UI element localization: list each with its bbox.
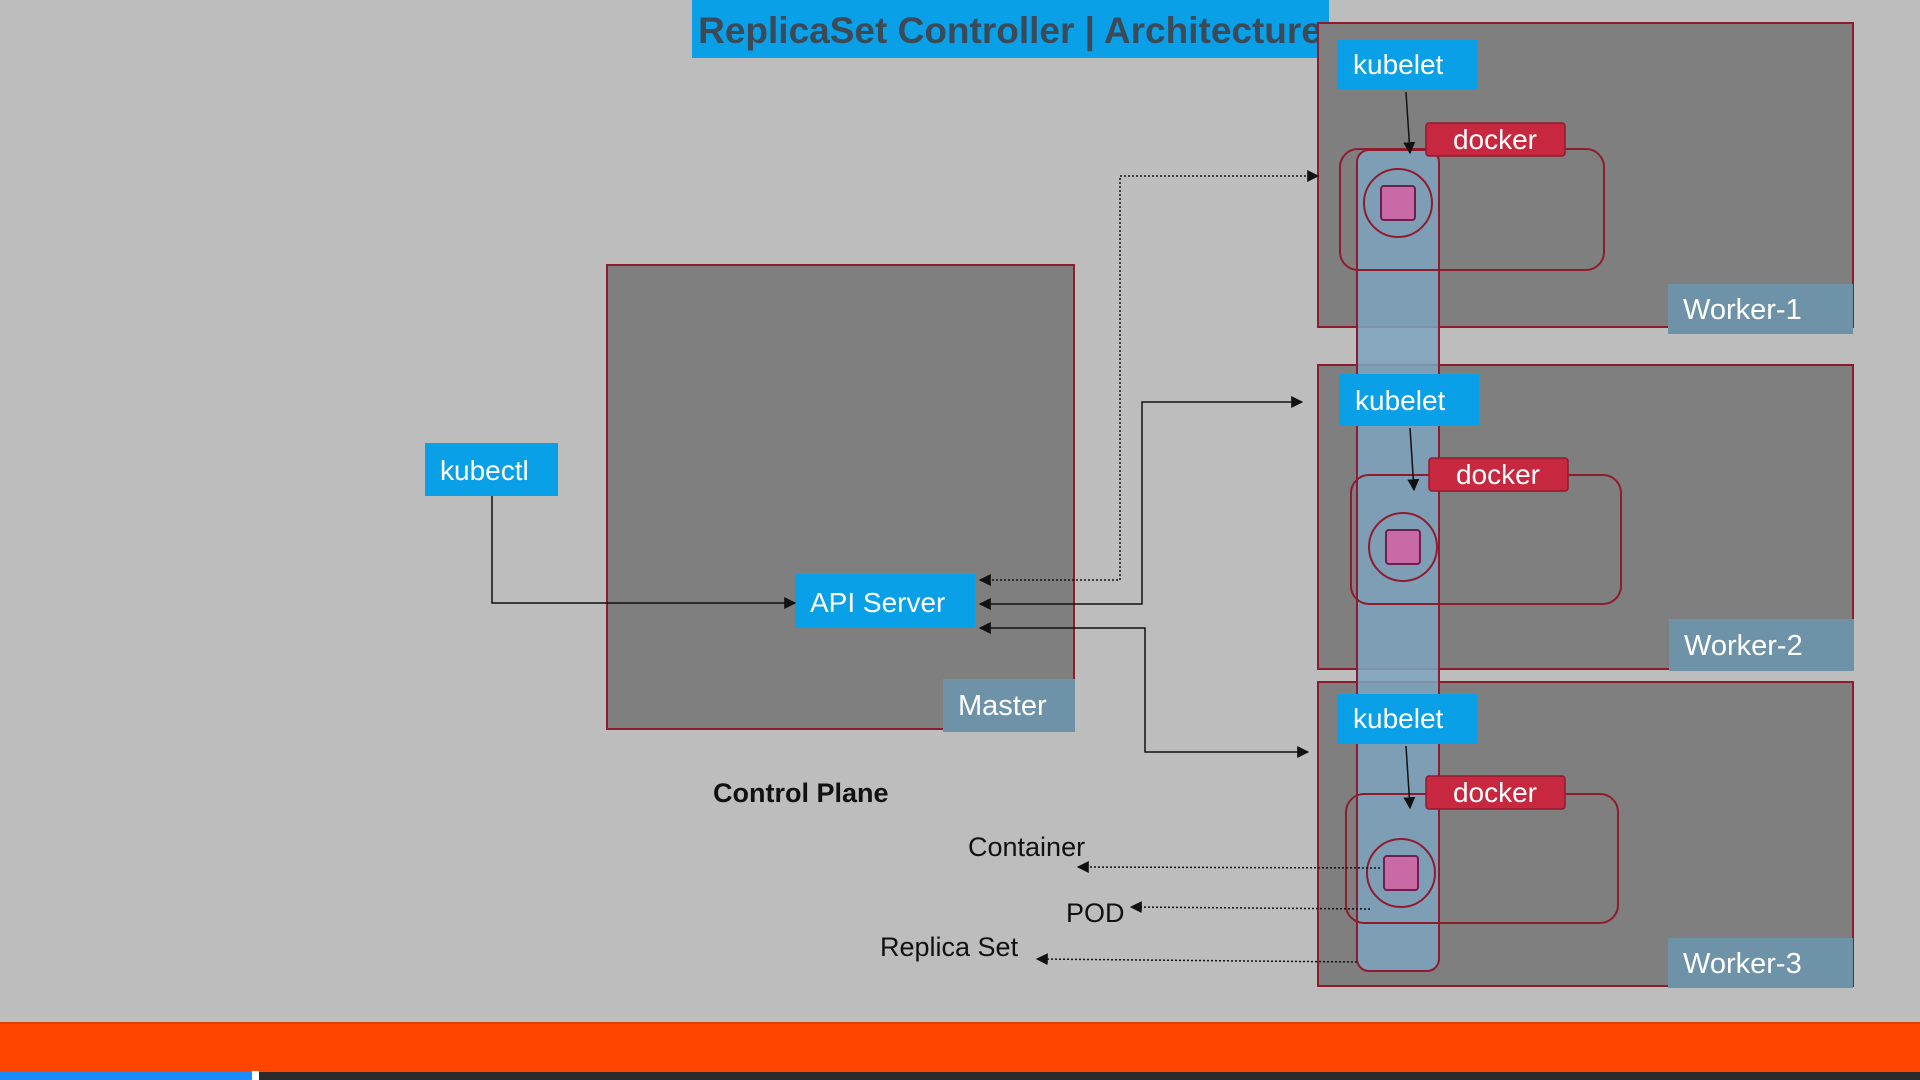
worker-1-name-tag: Worker-1 <box>1668 284 1853 334</box>
worker-1-docker-label: docker <box>1453 124 1537 155</box>
architecture-diagram: ReplicaSet Controller | Architecture <box>425 0 1854 988</box>
worker-3-container <box>1383 855 1419 891</box>
worker-1-docker: docker <box>1425 122 1566 157</box>
worker-1-kubelet-label: kubelet <box>1353 49 1444 80</box>
page-title: ReplicaSet Controller | Architecture <box>698 10 1322 52</box>
worker-3-name-tag: Worker-3 <box>1668 938 1853 988</box>
worker-1-kubelet-arrow <box>1403 91 1416 155</box>
api-server-label: API Server <box>810 587 945 618</box>
footer-bar <box>0 1022 1920 1074</box>
api-worker-3-connector <box>978 622 1310 758</box>
master-node <box>606 264 1075 730</box>
legend-pod-label: POD <box>1066 898 1125 928</box>
worker-1-container <box>1380 185 1416 221</box>
title-banner: ReplicaSet Controller | Architecture <box>692 0 1329 58</box>
worker-3-docker: docker <box>1425 775 1566 810</box>
worker-3-kubelet: kubelet <box>1337 694 1477 744</box>
worker-2-kubelet-arrow <box>1407 427 1420 492</box>
worker-2-pod <box>1368 512 1438 582</box>
worker-1-pod <box>1363 168 1433 238</box>
kubectl-to-api-arrow <box>491 496 797 609</box>
legend-replica-set-label: Replica Set <box>880 932 1019 962</box>
control-plane-caption: Control Plane <box>713 778 889 808</box>
worker-1-name: Worker-1 <box>1683 294 1802 326</box>
worker-2-docker-label: docker <box>1456 459 1540 490</box>
worker-3-docker-label: docker <box>1453 777 1537 808</box>
worker-3-kubelet-label: kubelet <box>1353 703 1444 734</box>
worker-2-container <box>1385 529 1421 565</box>
worker-3-name: Worker-3 <box>1683 948 1802 980</box>
container-pointer-arrow <box>1076 861 1381 874</box>
worker-2-name: Worker-2 <box>1684 630 1803 662</box>
replica-set-pointer-arrow <box>1035 953 1358 966</box>
api-server-box: API Server <box>795 574 975 628</box>
worker-2-docker: docker <box>1428 457 1569 492</box>
worker-2-kubelet: kubelet <box>1339 374 1479 426</box>
master-name: Master <box>958 690 1047 722</box>
master-name-tag: Master <box>943 679 1075 732</box>
video-progress-track[interactable] <box>0 1072 1920 1080</box>
worker-1-kubelet: kubelet <box>1337 40 1477 90</box>
worker-3-pod <box>1366 838 1436 908</box>
worker-2-kubelet-label: kubelet <box>1355 385 1446 416</box>
api-worker-2-connector <box>978 396 1304 610</box>
kubectl-label: kubectl <box>440 455 529 486</box>
kubectl-box: kubectl <box>425 443 558 496</box>
worker-3-kubelet-arrow <box>1403 745 1416 810</box>
legend-container-label: Container <box>968 832 1085 862</box>
video-progress-fill <box>0 1072 255 1080</box>
video-progress-handle[interactable] <box>252 1071 259 1080</box>
worker-2-name-tag: Worker-2 <box>1669 619 1854 671</box>
